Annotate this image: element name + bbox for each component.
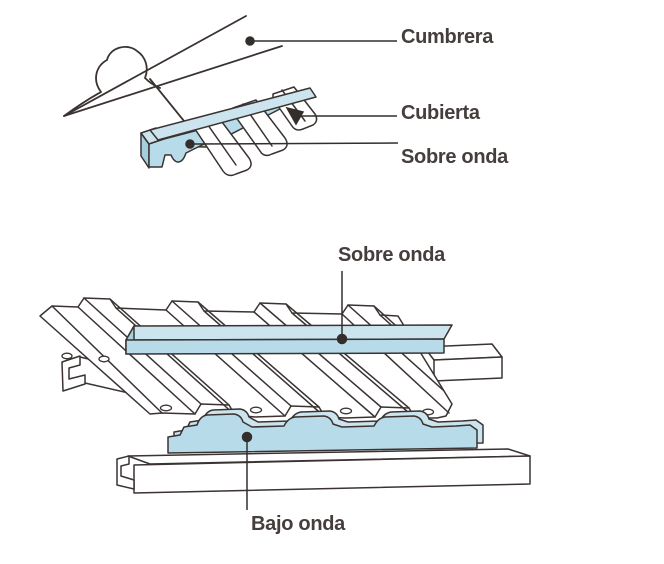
top-corrugated-assembly bbox=[140, 86, 318, 177]
sobre-onda-leader-dot-top bbox=[185, 139, 195, 149]
hole-icon bbox=[159, 404, 173, 412]
ridge-profile-bell bbox=[63, 46, 161, 117]
rib3-lines bbox=[253, 302, 416, 419]
label-cumbrera: Cumbrera bbox=[401, 26, 494, 48]
left-purlin-end-profile bbox=[61, 355, 86, 392]
bottom-purlin bbox=[116, 448, 531, 494]
hole-icon bbox=[98, 355, 110, 363]
right-purlin-front-face bbox=[433, 356, 503, 382]
hole-icon bbox=[249, 406, 263, 414]
top-leader-lines bbox=[185, 36, 399, 149]
sobre-onda-strip-bottom bbox=[125, 324, 453, 355]
label-cubierta: Cubierta bbox=[401, 102, 480, 124]
sobre-onda-top-band bbox=[149, 87, 317, 141]
ridge-edge-line-upper bbox=[63, 15, 247, 117]
label-bajo-onda: Bajo onda bbox=[251, 513, 345, 535]
sobre-onda-front-face bbox=[148, 127, 207, 168]
hole-icon bbox=[339, 407, 353, 415]
bottom-purlin-end-profile bbox=[116, 455, 135, 490]
bajo-onda-leader-dot bbox=[241, 431, 253, 443]
strip-top-face bbox=[125, 324, 453, 341]
cumbrera-leader-dot bbox=[245, 36, 255, 46]
label-sobre-onda-bottom: Sobre onda bbox=[338, 244, 446, 266]
sobre-onda-leader-dot-bottom bbox=[336, 333, 348, 345]
strip-front-face bbox=[125, 338, 445, 355]
corrugated-sheet bbox=[39, 297, 453, 419]
cubierta-arrowhead-icon bbox=[285, 106, 305, 126]
bottom-leader-lines bbox=[241, 271, 348, 510]
sobre-onda-leader-line-top bbox=[193, 142, 399, 145]
hole-icon bbox=[61, 352, 73, 360]
bajo-onda-front-layer bbox=[167, 413, 478, 454]
sheet-fixing-holes bbox=[61, 352, 435, 416]
label-sobre-onda-top: Sobre onda bbox=[401, 146, 509, 168]
sheet-rib-lines bbox=[51, 297, 450, 419]
ridge-edge-line-lower bbox=[63, 45, 283, 117]
